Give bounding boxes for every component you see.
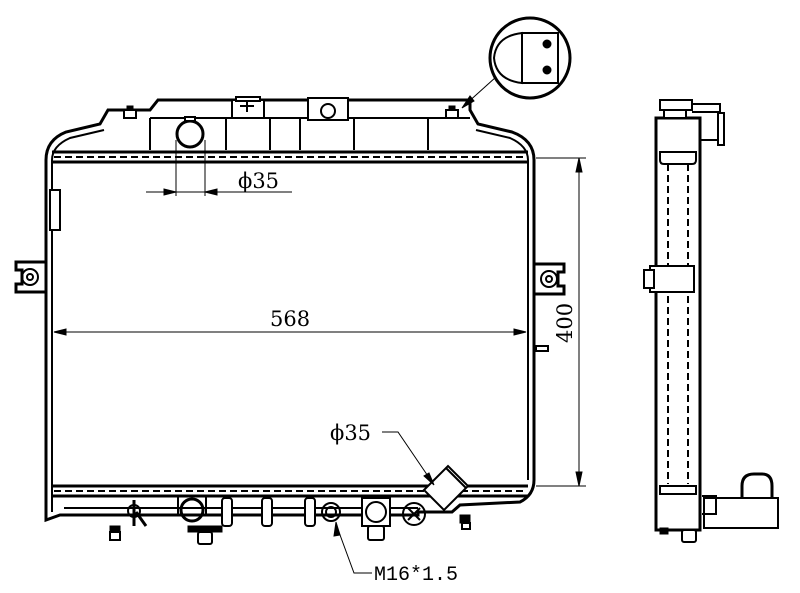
outlet-diameter-label: ϕ35 [330, 421, 371, 445]
inlet-pipe [175, 116, 206, 196]
drain-plug-m16 [321, 502, 341, 522]
side-mount-block [649, 265, 695, 293]
dimension-height: 400 [536, 157, 586, 487]
right-mounting-bracket [534, 262, 566, 296]
side-bottom-plug [681, 529, 697, 543]
front-view [14, 96, 566, 545]
dimension-inlet-diameter: ϕ35 [146, 169, 292, 196]
left-side-tab [49, 189, 61, 231]
left-mounting-bracket [14, 260, 46, 294]
drain-thread-label: M16*1.5 [374, 564, 458, 587]
height-label: 400 [553, 303, 577, 343]
dimension-outlet-diameter: ϕ35 [330, 421, 435, 486]
detail-view [461, 16, 572, 109]
radiator-outline [44, 98, 536, 523]
width-label: 568 [270, 307, 310, 331]
dimension-width: 568 [53, 307, 527, 336]
side-lower-header [659, 485, 697, 495]
top-sensor-bracket [231, 96, 265, 119]
side-outlet-collar [702, 495, 717, 515]
top-right-stud [445, 105, 459, 119]
side-outlet-hook [740, 472, 774, 498]
side-top-neck [663, 109, 687, 119]
side-bottom-stud [659, 527, 669, 535]
outlet-pipe [422, 464, 470, 512]
right-side-tab [535, 345, 549, 352]
top-left-stud [123, 105, 137, 119]
side-top-tab [717, 112, 725, 146]
side-core [654, 116, 702, 532]
side-mount-tab [643, 269, 655, 289]
side-view [643, 99, 779, 543]
bottom-tank [64, 497, 471, 545]
top-cap-housing [307, 97, 349, 121]
side-top-bracket [692, 103, 721, 113]
callout-drain-thread: M16*1.5 [333, 521, 458, 587]
outlet-housing [361, 497, 391, 541]
bottom-screw [402, 502, 426, 526]
side-upper-header [659, 151, 697, 165]
right-tank-inner-line [475, 129, 529, 480]
left-tank-inner-line [51, 129, 105, 512]
side-top-cap [659, 99, 693, 111]
inlet-diameter-label: ϕ35 [238, 169, 279, 193]
drain-petcock [127, 500, 148, 527]
top-header-plate [52, 150, 528, 164]
